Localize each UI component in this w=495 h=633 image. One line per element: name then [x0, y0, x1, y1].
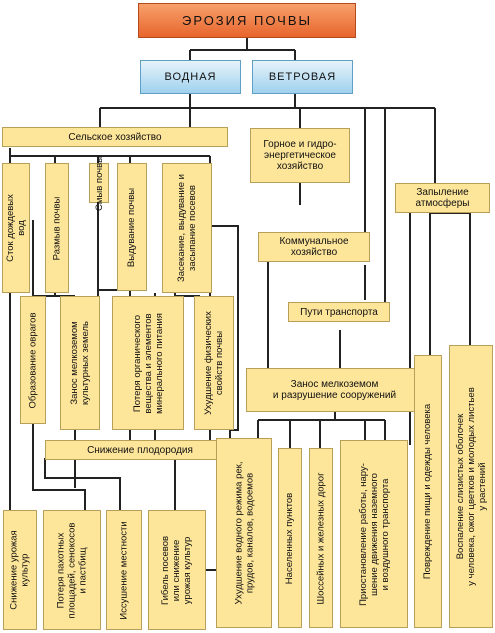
- effect-fine-earth-label: Занос мелкоземом культурных земель: [69, 321, 91, 405]
- outcome-land-loss-label: Потеря пахотных площадей, сенокосов и па…: [55, 522, 89, 618]
- agriculture-label: Сельское хозяйство: [68, 131, 162, 143]
- outcome-drying-label: Иссушение местности: [118, 520, 130, 620]
- cause-soil-washout: Размыв почвы: [45, 163, 69, 293]
- outcome-crop-death: Гибель посевов или снижение урожая культ…: [148, 510, 206, 630]
- water-erosion-label: ВОДНАЯ: [164, 70, 217, 83]
- effect-physical-properties: Ухудшение физических свойств почвы: [194, 296, 234, 430]
- outcome-water-regime: Ухудшение водного режима рек, прудов, ка…: [216, 438, 272, 628]
- effect-physical-properties-label: Ухудшение физических свойств почвы: [203, 311, 226, 415]
- outcome-transport-stop-label: Приостановление работы, нару- шение движ…: [357, 462, 391, 606]
- mining-label: Горное и гидро- энергетическое хозяйство: [263, 139, 337, 172]
- mining-box: Горное и гидро- энергетическое хозяйство: [250, 128, 350, 183]
- outcome-drying: Иссушение местности: [106, 510, 142, 630]
- outcome-roads: Шоссейных и железных дорог: [309, 448, 333, 628]
- effect-ravines-label: Образование оврагов: [27, 311, 39, 409]
- outcome-settlements-label: Населенных пунктов: [284, 492, 296, 584]
- cause-crop-damage: Засекание, выдувание и засыпание посевов: [162, 163, 212, 293]
- cause-soil-washout-label: Размыв почвы: [51, 196, 63, 260]
- siltation-label: Занос мелкоземом и разрушение сооружений: [272, 379, 397, 401]
- agriculture-box: Сельское хозяйство: [2, 127, 228, 147]
- outcome-transport-stop: Приостановление работы, нару- шение движ…: [340, 440, 408, 628]
- effect-organic-loss: Потеря органического вещества и элементо…: [112, 296, 184, 430]
- dust-box: Запыление атмосферы: [395, 183, 490, 213]
- fertility-decline-box: Снижение плодородия: [45, 440, 235, 460]
- outcome-settlements: Населенных пунктов: [278, 448, 302, 628]
- communal-label: Коммунальное хозяйство: [279, 236, 349, 258]
- cause-soil-blowing-label: Выдувание почвы: [126, 187, 138, 267]
- effect-ravines: Образование оврагов: [20, 296, 46, 424]
- outcome-food-clothing-label: Повреждение пищи и одежды человека: [422, 403, 434, 580]
- cause-soil-blowing: Выдувание почвы: [117, 163, 147, 291]
- outcome-food-clothing: Повреждение пищи и одежды человека: [414, 355, 442, 628]
- communal-box: Коммунальное хозяйство: [258, 232, 370, 262]
- effect-organic-loss-label: Потеря органического вещества и элементо…: [131, 312, 165, 414]
- transport-label: Пути транспорта: [300, 306, 378, 318]
- siltation-box: Занос мелкоземом и разрушение сооружений: [246, 368, 423, 412]
- wind-erosion-label: ВЕТРОВАЯ: [268, 70, 337, 83]
- fertility-decline-label: Снижение плодородия: [87, 444, 193, 456]
- outcome-water-regime-label: Ухудшение водного режима рек, прудов, ка…: [233, 461, 255, 605]
- outcome-yield-decline: Снижение урожая культур: [3, 510, 37, 630]
- cause-rain-runoff: Сток дождевых вод: [2, 163, 30, 293]
- transport-box: Пути транспорта: [288, 302, 390, 322]
- dust-label: Запыление атмосферы: [415, 187, 470, 209]
- cause-soil-wash-label: Смыв почвы: [93, 155, 105, 211]
- outcome-yield-decline-label: Снижение урожая культур: [9, 530, 32, 610]
- cause-soil-wash: Смыв почвы: [89, 156, 109, 210]
- wind-erosion-box: ВЕТРОВАЯ: [252, 60, 353, 94]
- outcome-roads-label: Шоссейных и железных дорог: [315, 471, 327, 605]
- title-text: ЭРОЗИЯ ПОЧВЫ: [181, 13, 313, 28]
- outcome-crop-death-label: Гибель посевов или снижение урожая культ…: [160, 535, 194, 605]
- outcome-inflammation-label: Воспаление слизистых оболочек у человека…: [454, 387, 488, 586]
- outcome-land-loss: Потеря пахотных площадей, сенокосов и па…: [43, 510, 101, 630]
- cause-rain-runoff-label: Сток дождевых вод: [5, 194, 27, 262]
- cause-crop-damage-label: Засекание, выдувание и засыпание посевов: [176, 174, 198, 282]
- effect-fine-earth: Занос мелкоземом культурных земель: [60, 296, 100, 430]
- water-erosion-box: ВОДНАЯ: [140, 60, 241, 94]
- outcome-inflammation: Воспаление слизистых оболочек у человека…: [449, 345, 493, 628]
- title-box: ЭРОЗИЯ ПОЧВЫ: [138, 3, 356, 38]
